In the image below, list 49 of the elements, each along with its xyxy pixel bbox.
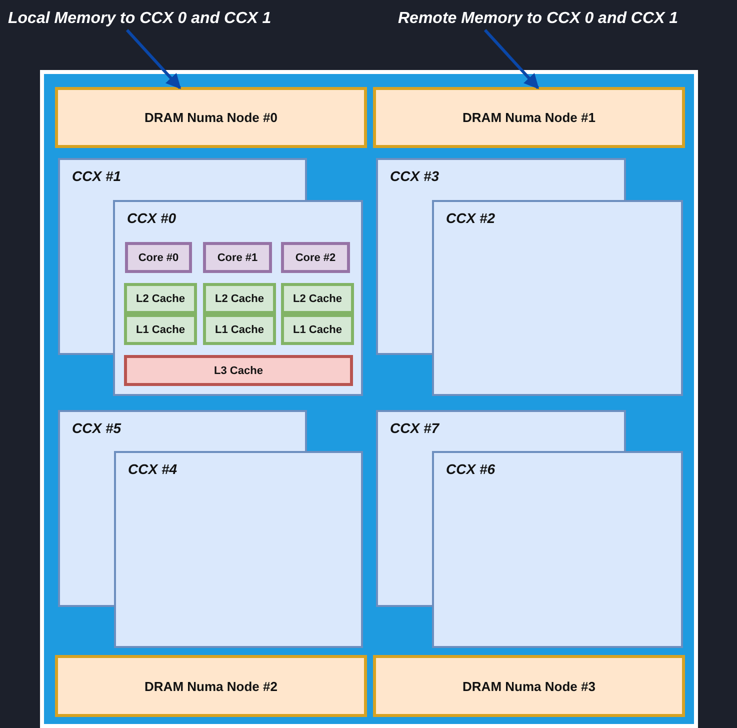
ccx-box: [432, 451, 683, 648]
ccx-label: CCX #6: [446, 461, 496, 477]
box-label: Core #2: [295, 252, 336, 264]
arrow: [126, 28, 182, 90]
ccx-label: CCX #5: [72, 420, 122, 436]
cache-box: [203, 314, 276, 345]
ccx-label: CCX #0: [127, 210, 178, 226]
box-label: L1 Cache: [136, 324, 185, 336]
ccx-box: [113, 200, 363, 396]
box-label: DRAM Numa Node #2: [144, 678, 278, 694]
box-label: L1 Cache: [215, 324, 264, 336]
ccx-label: CCX #2: [446, 210, 496, 226]
core-box: [125, 242, 192, 273]
cache-box: [203, 283, 276, 314]
ccx-label: CCX #3: [390, 168, 440, 184]
ccx-box: [58, 158, 307, 200]
ccx-box: [376, 158, 626, 200]
cache-box: [281, 314, 354, 345]
ccx-box: [432, 200, 683, 396]
box-label: L2 Cache: [215, 292, 264, 304]
box-label: DRAM Numa Node #0: [144, 110, 278, 125]
ccx-box: [58, 410, 307, 451]
dram-box: [55, 655, 367, 717]
cache-box: [124, 283, 197, 314]
box-label: Core #0: [138, 252, 179, 264]
core-box: [203, 242, 272, 273]
ccx-box: [114, 451, 363, 648]
ccx-label: CCX #7: [390, 420, 440, 436]
box-label: L2 Cache: [293, 292, 342, 304]
box-label: L2 Cache: [136, 292, 185, 304]
ccx-box: [376, 410, 626, 451]
box-label: L3 Cache: [214, 364, 263, 376]
box-label: DRAM Numa Node #1: [462, 110, 596, 125]
l3-cache-box: [124, 355, 353, 386]
box-label: Core #1: [217, 252, 258, 264]
callout-text: Local Memory to CCX 0 and CCX 1: [8, 9, 272, 29]
cache-box: [281, 283, 354, 314]
board-panel: [40, 70, 698, 728]
callout-text: Remote Memory to CCX 0 and CCX 1: [398, 9, 678, 29]
dram-box: [373, 655, 685, 717]
dram-box: [55, 87, 367, 148]
ccx-label: CCX #4: [128, 461, 178, 477]
cache-box: [124, 314, 197, 345]
core-box: [281, 242, 350, 273]
arrow: [484, 28, 540, 90]
box-label: DRAM Numa Node #3: [462, 678, 596, 694]
box-label: L1 Cache: [293, 324, 342, 336]
ccx-label: CCX #1: [72, 168, 122, 184]
dram-box: [373, 87, 685, 148]
